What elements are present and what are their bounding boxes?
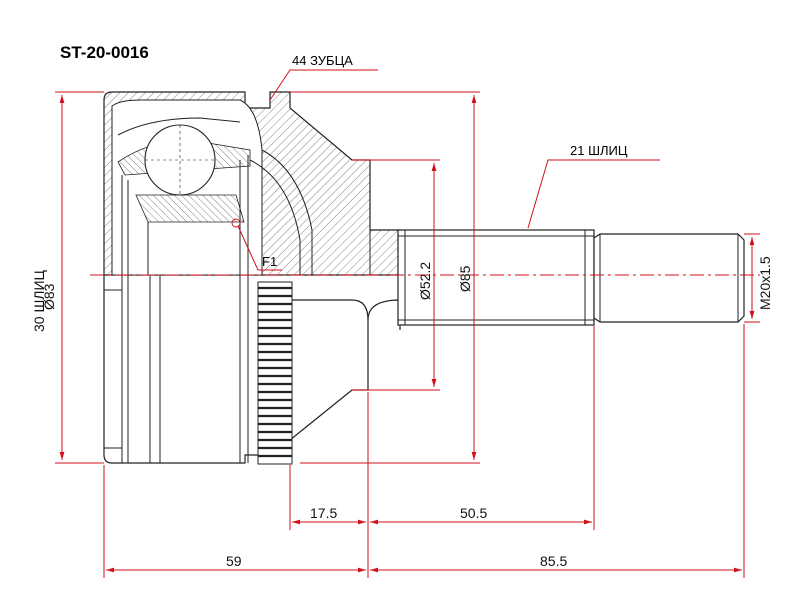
dim-thread: M20x1.5 [757,256,773,310]
dimension-lines [55,69,760,578]
dim-diameter-85: Ø85 [457,265,473,292]
inner-spline-label: 30 ШЛИЦ [31,269,47,332]
spline-section [397,229,595,326]
housing-inner-line [117,117,241,136]
output-shaft [397,229,745,326]
dim-outer-diameter-83: Ø83 [41,283,57,310]
dim-length-59: 59 [226,553,242,569]
ball [144,124,216,196]
abs-ring [257,281,293,465]
inner-race-section [135,194,245,223]
dim-length-50-5: 50.5 [460,505,487,521]
housing-lower-outline [103,275,260,464]
spline-callout: 21 ШЛИЦ [570,143,628,158]
cv-joint-body [103,91,401,465]
dim-diameter-52: Ø52.2 [417,262,433,300]
teeth-callout: 44 ЗУБЦА [292,53,353,68]
dim-length-17-5: 17.5 [310,505,337,521]
feature-f1-label: F1 [262,254,277,269]
part-number: ST-20-0016 [60,43,149,62]
threaded-end [593,233,745,323]
dim-length-85-5: 85.5 [540,553,567,569]
